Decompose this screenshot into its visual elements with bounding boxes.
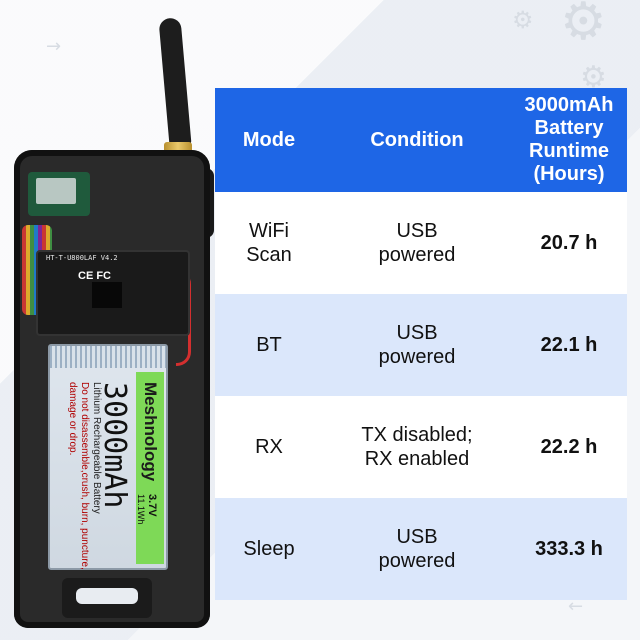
arrow-icon: → <box>46 36 62 57</box>
arrow-icon: ← <box>568 596 584 617</box>
header-runtime-line4: (Hours) <box>533 163 605 185</box>
header-condition: Condition <box>370 128 464 151</box>
header-runtime-line1: 3000mAh <box>524 94 614 116</box>
cell-condition-line2: RX enabled <box>364 448 470 470</box>
table-header: Mode Condition 3000mAh Battery Runtime (… <box>215 88 627 192</box>
belt-clip <box>62 578 152 618</box>
table-row: Sleep USB powered 333.3 h <box>215 498 627 600</box>
cell-runtime: 333.3 h <box>535 538 603 560</box>
cell-runtime: 22.1 h <box>540 334 598 356</box>
table-row: WiFi Scan USB powered 20.7 h <box>215 192 627 294</box>
cell-mode-line2: Scan <box>246 244 292 266</box>
mcu-chip <box>92 282 122 308</box>
gear-icon: ⚙ <box>560 0 607 52</box>
board-logos: CE FC <box>78 270 111 282</box>
board-label: HT-T-U800LAF V4.2 <box>46 254 118 262</box>
header-runtime: 3000mAh Battery Runtime (Hours) <box>511 88 627 192</box>
cell-mode-line1: RX <box>255 436 283 458</box>
cell-condition: TX disabled; RX enabled <box>323 396 511 498</box>
cell-condition: USB powered <box>323 294 511 396</box>
cell-condition-line1: USB <box>396 322 438 344</box>
cell-runtime: 22.2 h <box>540 436 598 458</box>
cell-mode: BT <box>215 294 323 396</box>
battery-cells <box>50 346 166 368</box>
cell-mode-line1: Sleep <box>243 538 295 560</box>
cell-condition-line2: powered <box>378 244 456 266</box>
cell-mode-line1: BT <box>256 334 282 356</box>
cell-mode: Sleep <box>215 498 323 600</box>
gear-icon: ⚙ <box>512 6 534 34</box>
cell-runtime: 20.7 h <box>540 232 598 254</box>
battery-text-line3: damage or drop. <box>67 382 78 456</box>
battery-label-strip <box>136 372 164 564</box>
table-row: BT USB powered 22.1 h <box>215 294 627 396</box>
battery-brand: Meshnology <box>141 382 160 482</box>
wifi-chip <box>36 178 76 204</box>
battery-voltage: 3.7V <box>146 494 158 517</box>
cell-mode: WiFi Scan <box>215 192 323 294</box>
circuit-board: HT-T-U800LAF V4.2 CE FC <box>36 250 190 336</box>
cell-condition-line1: USB <box>396 526 438 548</box>
cell-condition-line1: USB <box>396 220 438 242</box>
battery: Meshnology 3000mAh Lithium Rechargeable … <box>48 344 168 570</box>
table-row: RX TX disabled; RX enabled 22.2 h <box>215 396 627 498</box>
header-runtime-line2: Battery <box>534 117 604 139</box>
cell-mode: RX <box>215 396 323 498</box>
wifi-module <box>28 172 90 216</box>
battery-energy: 11.1Wh <box>136 494 146 525</box>
runtime-table: Mode Condition 3000mAh Battery Runtime (… <box>215 88 627 600</box>
battery-text-line2: Do not disassemble,crush, burn, puncture… <box>79 382 90 570</box>
battery-capacity: 3000mAh <box>97 382 132 509</box>
cell-condition-line2: powered <box>378 550 456 572</box>
header-mode: Mode <box>242 128 296 151</box>
clip-hole <box>76 588 138 604</box>
cell-mode-line1: WiFi <box>249 220 289 242</box>
battery-text-line1: Lithium Rechargeable Battery <box>91 382 102 514</box>
cell-condition-line1: TX disabled; <box>361 424 473 446</box>
cell-condition: USB powered <box>323 192 511 294</box>
cell-condition-line2: powered <box>378 346 456 368</box>
cell-condition: USB powered <box>323 498 511 600</box>
header-runtime-line3: Runtime <box>529 140 609 162</box>
